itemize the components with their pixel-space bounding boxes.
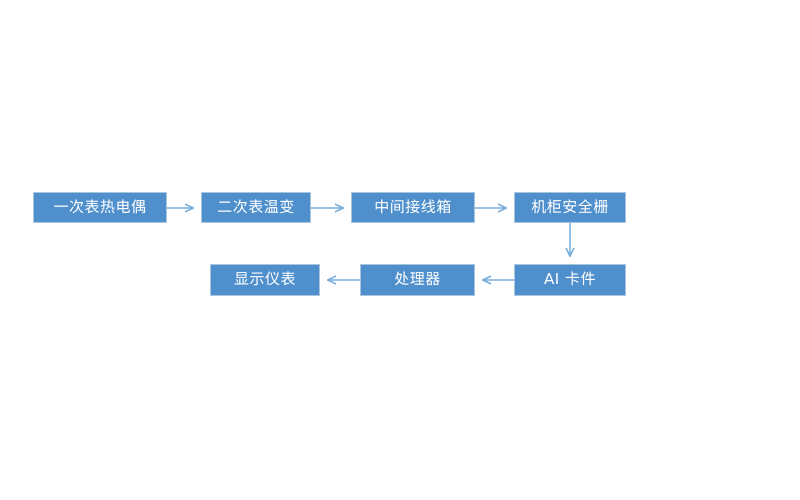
flow-node-secondary-transmitter[interactable]: 二次表温变	[201, 192, 311, 223]
flow-node-processor[interactable]: 处理器	[360, 264, 475, 296]
flow-node-junction-box[interactable]: 中间接线箱	[351, 192, 475, 223]
flow-node-label: 机柜安全栅	[531, 197, 609, 216]
flow-node-label: AI 卡件	[544, 270, 596, 288]
flow-node-display-instrument[interactable]: 显示仪表	[210, 264, 320, 296]
flow-node-label: 中间接线箱	[374, 197, 452, 216]
flow-node-label: 显示仪表	[233, 270, 296, 288]
flow-node-primary-thermocouple[interactable]: 一次表热电偶	[33, 192, 167, 223]
flow-node-label: 处理器	[394, 270, 441, 288]
flow-node-ai-card[interactable]: AI 卡件	[514, 264, 626, 296]
flow-node-label: 一次表热电偶	[53, 197, 147, 216]
flow-node-cabinet-safety-barrier[interactable]: 机柜安全栅	[514, 192, 626, 223]
flow-node-label: 二次表温变	[217, 197, 295, 216]
